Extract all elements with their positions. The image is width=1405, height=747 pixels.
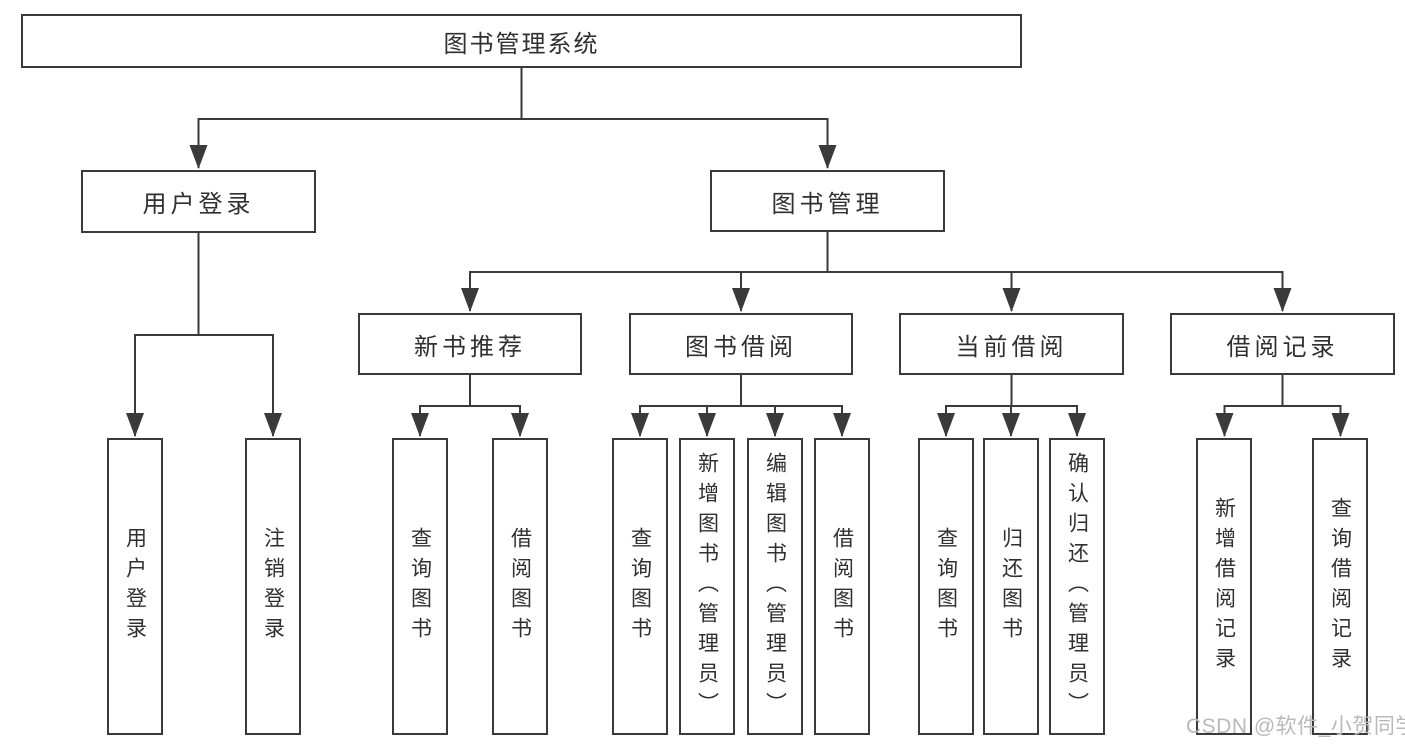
leaf-recommend-query-books: 查询图书 [392,438,448,735]
leaf-confirm-return-admin: 确认归还（管理员） [1049,438,1105,735]
node-library-management-system: 图书管理系统 [21,14,1022,68]
leaf-query-borrow-record: 查询借阅记录 [1312,438,1368,735]
leaf-borrow-books: 借阅图书 [814,438,870,735]
leaf-edit-books-admin: 编辑图书（管理员） [747,438,803,735]
leaf-borrow-query-books: 查询图书 [612,438,668,735]
node-current-borrowing: 当前借阅 [899,313,1124,375]
leaf-add-borrow-record: 新增借阅记录 [1196,438,1252,735]
csdn-watermark: CSDN @软件_小贺同学 [1186,715,1405,738]
node-book-borrowing: 图书借阅 [629,313,853,375]
leaf-return-books: 归还图书 [983,438,1039,735]
node-user-login: 用户登录 [81,170,316,233]
node-new-book-recommend: 新书推荐 [358,313,582,375]
node-book-management: 图书管理 [710,170,945,232]
leaf-logout: 注销登录 [245,438,301,735]
leaf-current-query-books: 查询图书 [918,438,974,735]
leaf-add-books-admin: 新增图书（管理员） [679,438,735,735]
node-borrowing-records: 借阅记录 [1170,313,1395,375]
leaf-user-login: 用户登录 [107,438,163,735]
leaf-recommend-borrow-books: 借阅图书 [492,438,548,735]
